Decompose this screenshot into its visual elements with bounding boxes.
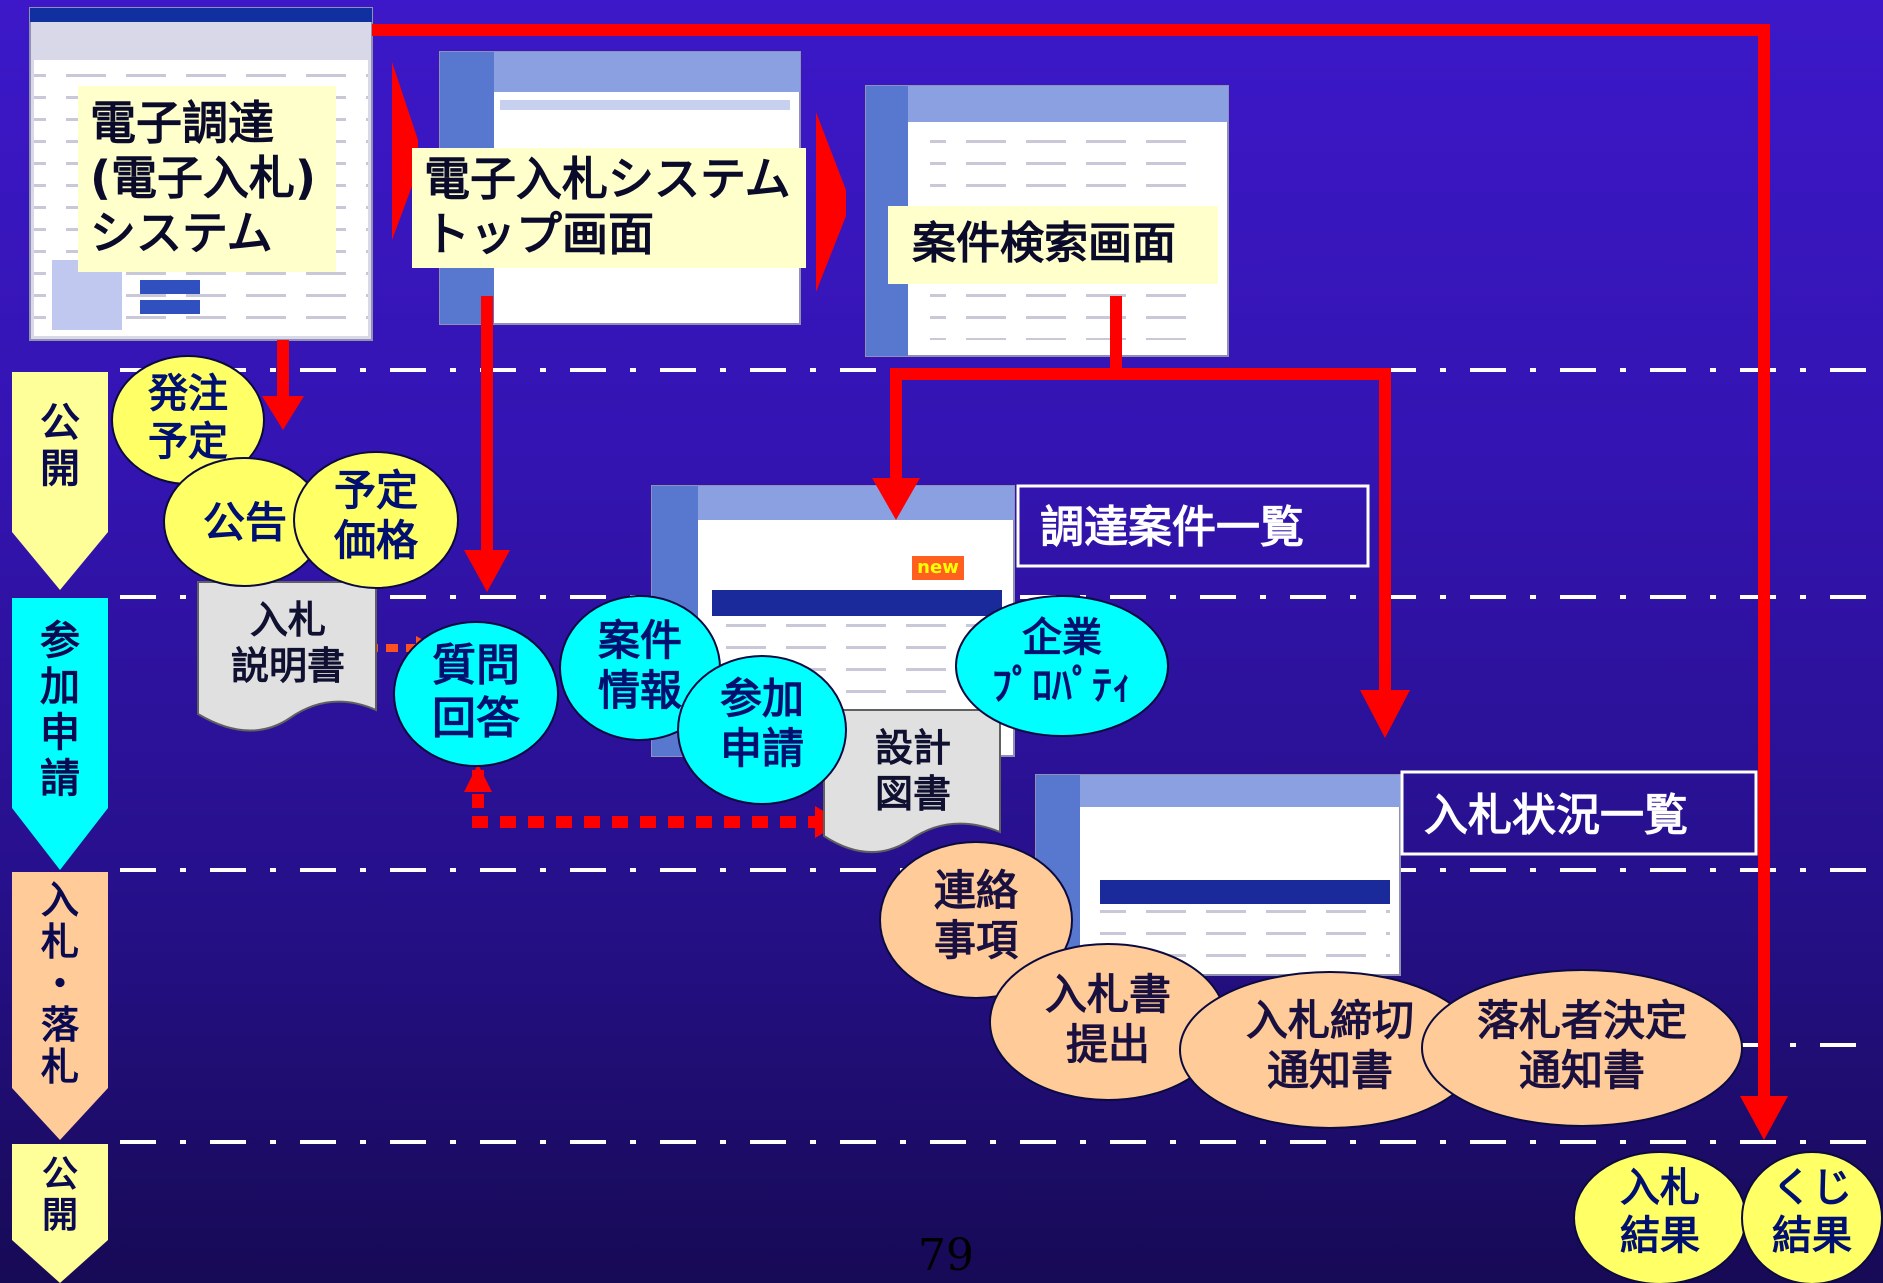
bubble-kuji <box>1741 1151 1883 1283</box>
label-system: 電子調達 (電子入札) システム <box>90 96 317 261</box>
label-box-system <box>78 86 336 272</box>
label-box-search <box>888 206 1218 284</box>
phase-label-sanka: 参 加 申 請 <box>40 618 80 802</box>
label-bid-status-list: 入札状況一覧 <box>1424 790 1688 841</box>
bubble-kigyou <box>955 595 1169 737</box>
bubble-shitsumon <box>393 621 559 767</box>
bubble-label-shitsumon: 質問 回答 <box>432 640 520 744</box>
label-search: 案件検索画面 <box>912 218 1176 269</box>
phase-arrow-koukai-1 <box>12 372 108 590</box>
bubble-label-kekka: 入札 結果 <box>1620 1165 1700 1259</box>
page-number: 79 <box>918 1230 974 1281</box>
label-box-procurement <box>1016 484 1370 568</box>
new-badge: new <box>917 557 959 578</box>
phase-arrow-sanka <box>12 598 108 870</box>
phase-arrow-koukai-2 <box>12 1144 108 1283</box>
bubble-yotei <box>293 451 459 589</box>
bubbles <box>111 355 1883 1283</box>
chevron-arrow-2 <box>816 112 846 292</box>
bubble-rakusatsu <box>1421 969 1743 1127</box>
bubble-label-anken: 案件 情報 <box>597 616 682 716</box>
bubble-label-hacchu: 発注 予定 <box>148 371 228 465</box>
qa-to-design-dotted-arrow <box>464 764 842 838</box>
bubble-label-kigyou: 企業 ﾌﾟﾛﾊﾟﾃｨ <box>992 615 1132 709</box>
document-setsumeisho-shape <box>197 581 377 732</box>
label-box-status <box>1400 770 1758 856</box>
bubble-label-kuji: くじ 結果 <box>1772 1165 1852 1259</box>
arrowhead-kekka <box>1740 1096 1788 1140</box>
bubble-label-yotei: 予定 価格 <box>333 466 418 566</box>
bubble-label-sankashinsei: 参加 申請 <box>719 674 804 774</box>
arrow-to-kekka <box>372 24 1770 1100</box>
document-sekkei-shape <box>823 709 1001 853</box>
new-badge-bg <box>912 556 964 580</box>
bubble-label-nyusatsusho: 入札書 提出 <box>1044 970 1171 1070</box>
document-label-setsumeisho: 入札 説明書 <box>230 598 345 688</box>
bubble-label-rakusatsu: 落札者決定 通知書 <box>1476 996 1687 1096</box>
arrow-search-branch <box>890 296 1122 484</box>
label-top: 電子入札システム トップ画面 <box>424 152 791 262</box>
label-procurement-list: 調達案件一覧 <box>1040 502 1304 553</box>
bubble-label-renraku: 連絡 事項 <box>933 866 1018 966</box>
phase-label-nyusatsu: 入 札 ・ 落 札 <box>40 878 79 1090</box>
arrowhead-status <box>1360 690 1410 738</box>
phase-label-koukai-2: 公 開 <box>41 1154 78 1237</box>
phase-label-koukai-1: 公 開 <box>40 400 80 492</box>
arrowhead-procurement <box>872 478 920 520</box>
bubble-label-koukoku: 公告 <box>202 498 287 547</box>
arrow-heads <box>262 396 1788 1140</box>
label-box-top <box>412 148 806 268</box>
arrowhead-hacchu <box>262 396 304 430</box>
flow-arrows <box>277 24 1770 1100</box>
phase-arrow-nyusatsu <box>12 872 108 1140</box>
arrow-search-to-status <box>1116 368 1391 696</box>
document-label-sekkei: 設計 図書 <box>874 726 951 816</box>
bubble-label-shimekiri: 入札締切 通知書 <box>1245 996 1414 1096</box>
arrowhead-shitsumon <box>464 550 510 592</box>
bubble-sankashinsei <box>677 655 847 805</box>
bubble-renraku <box>879 841 1073 999</box>
chevron-arrow-1 <box>392 62 418 240</box>
